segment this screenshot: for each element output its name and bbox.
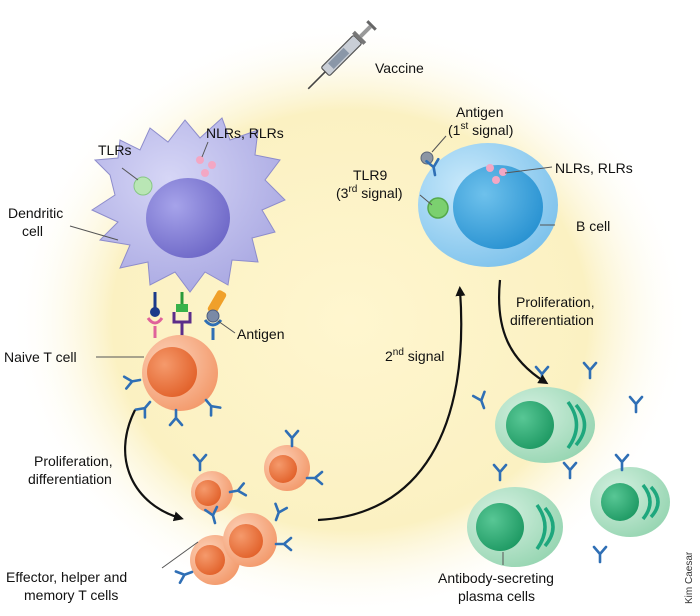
vaccine-label: Vaccine xyxy=(375,60,424,76)
b-cell xyxy=(418,143,558,267)
differentiation-b-label: differentiation xyxy=(510,312,594,328)
leader-lines xyxy=(69,135,555,569)
proliferation-b-label: Proliferation, xyxy=(516,294,595,310)
proliferation-label: Proliferation, xyxy=(34,453,113,469)
tlr9-label: TLR9 xyxy=(353,167,387,183)
dendritic-cell-label-2: cell xyxy=(22,223,43,239)
arrow-icon xyxy=(498,279,549,385)
naive-t-cell xyxy=(122,335,222,427)
dendritic-cell-label: Dendritic xyxy=(8,205,63,221)
b-cell-label: B cell xyxy=(576,218,610,234)
differentiation-label: differentiation xyxy=(28,471,112,487)
plasma-cells xyxy=(467,361,670,567)
tlrs-label: TLRs xyxy=(98,142,131,158)
second-signal-label: 2nd signal xyxy=(385,347,444,364)
antibody-secreting-label: Antibody-secreting xyxy=(438,570,554,586)
memory-cells-label: memory T cells xyxy=(24,587,118,603)
tlr9-receptor xyxy=(427,197,449,219)
arrow-icon xyxy=(317,286,466,522)
antigen-b-label: Antigen xyxy=(456,104,503,120)
arrow-icon xyxy=(124,409,184,522)
arrows xyxy=(124,279,549,522)
credit-label: Kim Caesar xyxy=(684,551,695,604)
antigen-label: Antigen xyxy=(237,326,284,342)
effector-cells-label: Effector, helper and xyxy=(6,569,127,585)
nlrs-rlrs-b-label: NLRs, RLRs xyxy=(555,160,633,176)
effector-t-cells xyxy=(174,429,324,585)
antigen-dot xyxy=(420,151,434,165)
first-signal-label: (1st signal) xyxy=(448,121,513,138)
nlr-dot xyxy=(196,156,204,164)
tlr-receptor xyxy=(133,176,153,196)
syringe-icon xyxy=(307,20,377,90)
nlrs-rlrs-label: NLRs, RLRs xyxy=(206,125,284,141)
naive-t-cell-label: Naive T cell xyxy=(4,349,77,365)
plasma-cells-label: plasma cells xyxy=(458,588,535,604)
synapse-receptors xyxy=(146,290,227,340)
third-signal-label: (3rd signal) xyxy=(336,184,403,201)
dendritic-cell xyxy=(90,117,286,293)
dendritic-nucleus xyxy=(146,178,230,258)
